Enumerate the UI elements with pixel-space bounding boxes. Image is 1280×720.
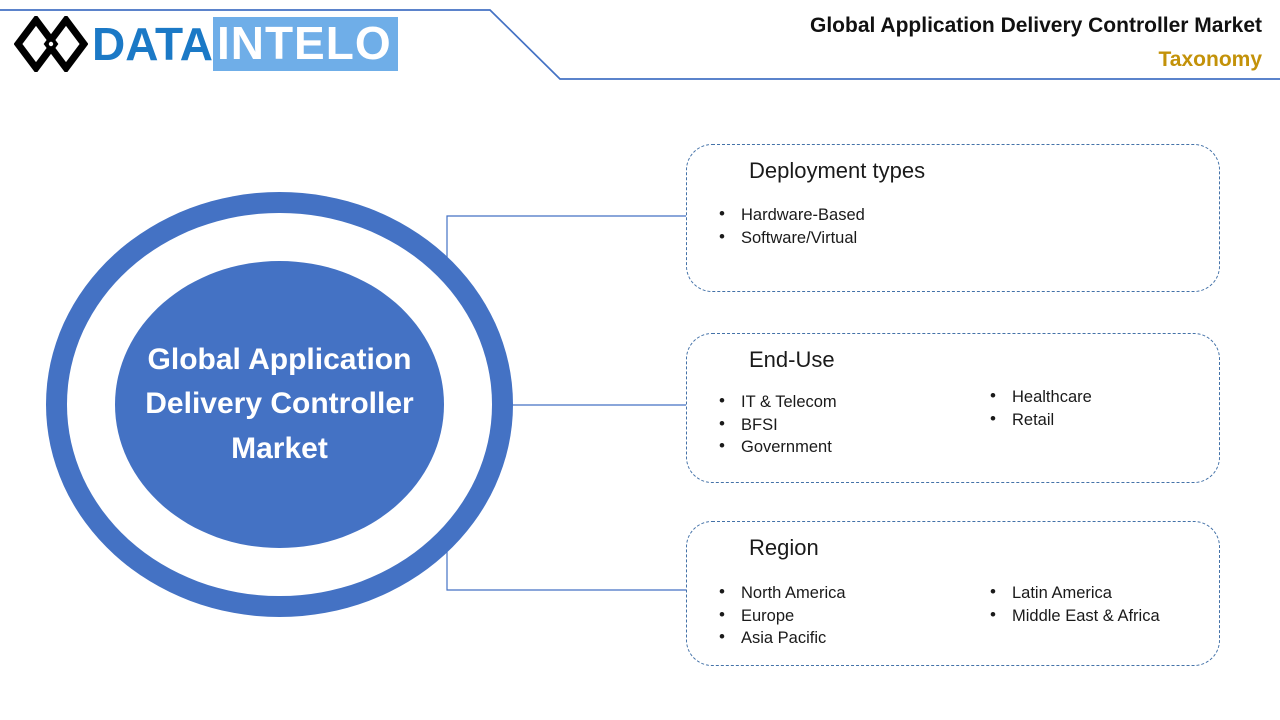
central-node-label: Global Application Delivery Controller M… bbox=[145, 342, 414, 465]
branch-column-right: Latin America Middle East & Africa bbox=[964, 581, 1219, 650]
central-disc: Global Application Delivery Controller M… bbox=[115, 260, 444, 549]
bullet-list: Healthcare Retail bbox=[964, 385, 1219, 432]
branch-box-end-use[interactable]: End-Use IT & Telecom BFSI Government Hea… bbox=[686, 333, 1220, 483]
branch-column-right: Healthcare Retail bbox=[964, 385, 1219, 459]
list-item: IT & Telecom bbox=[707, 390, 964, 414]
logo-text-data: DATA bbox=[92, 18, 213, 70]
branch-box-region[interactable]: Region North America Europe Asia Pacific… bbox=[686, 521, 1220, 666]
central-node: Global Application Delivery Controller M… bbox=[46, 192, 513, 617]
bullet-list: North America Europe Asia Pacific bbox=[707, 581, 964, 650]
logo-wordmark: DATA INTELO bbox=[92, 17, 398, 71]
header-divider bbox=[0, 9, 1280, 80]
bullet-list: Latin America Middle East & Africa bbox=[964, 581, 1219, 628]
bullet-list: IT & Telecom BFSI Government bbox=[707, 390, 964, 459]
branch-title-region: Region bbox=[749, 535, 819, 560]
page-header: DATA INTELO Global Application Delivery … bbox=[0, 0, 1280, 92]
list-item: Healthcare bbox=[964, 385, 1219, 409]
list-item: Latin America bbox=[964, 581, 1219, 605]
branch-title-deployment-types: Deployment types bbox=[749, 158, 926, 183]
bullet-list: Hardware-Based Software/Virtual bbox=[707, 203, 964, 250]
brand-logo[interactable]: DATA INTELO bbox=[14, 13, 398, 75]
list-item: Asia Pacific bbox=[707, 626, 964, 650]
branch-columns: Hardware-Based Software/Virtual bbox=[687, 203, 1219, 250]
branch-columns: North America Europe Asia Pacific Latin … bbox=[687, 581, 1219, 650]
branch-column-left: Hardware-Based Software/Virtual bbox=[687, 203, 964, 250]
list-item: Middle East & Africa bbox=[964, 604, 1219, 628]
page-title: Global Application Delivery Controller M… bbox=[810, 14, 1262, 37]
list-item: Software/Virtual bbox=[707, 226, 964, 250]
list-item: Government bbox=[707, 435, 964, 459]
branch-column-left: IT & Telecom BFSI Government bbox=[687, 390, 964, 459]
list-item: BFSI bbox=[707, 413, 964, 437]
double-diamond-icon bbox=[14, 16, 88, 72]
list-item: Europe bbox=[707, 604, 964, 628]
branch-title-end-use: End-Use bbox=[749, 347, 835, 372]
header-divider-line bbox=[0, 9, 1280, 80]
list-item: North America bbox=[707, 581, 964, 605]
list-item: Retail bbox=[964, 408, 1219, 432]
branch-column-left: North America Europe Asia Pacific bbox=[687, 581, 964, 650]
branch-box-deployment-types[interactable]: Deployment types Hardware-Based Software… bbox=[686, 144, 1220, 292]
branch-columns: IT & Telecom BFSI Government Healthcare … bbox=[687, 385, 1219, 459]
branch-column-right bbox=[964, 204, 1219, 249]
list-item: Hardware-Based bbox=[707, 203, 964, 227]
page-subtitle: Taxonomy bbox=[1158, 48, 1262, 71]
logo-text-intelo: INTELO bbox=[212, 17, 398, 71]
